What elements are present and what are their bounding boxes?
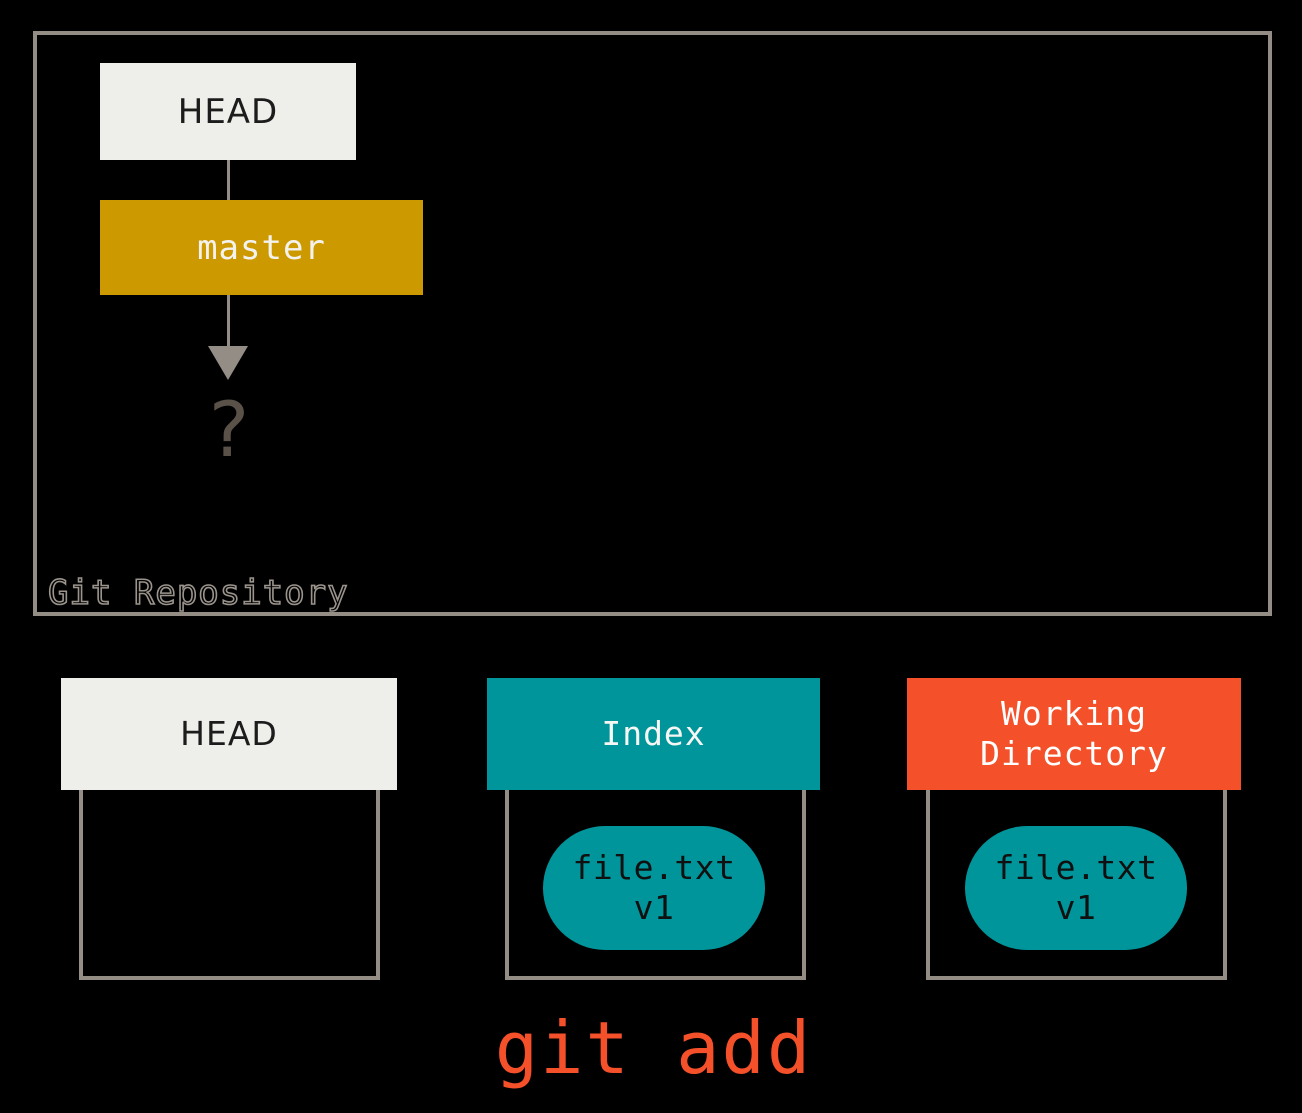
repo-head-node: HEAD	[100, 63, 356, 160]
file-blob-working-directory: file.txt v1	[965, 826, 1187, 950]
area-body-head	[79, 790, 380, 980]
unknown-commit-question-mark: ?	[208, 385, 250, 474]
git-repository-label: Git Repository	[47, 572, 349, 614]
connector-master-to-commit	[227, 295, 230, 347]
connector-head-to-master	[227, 160, 230, 201]
git-add-command-caption: git add	[494, 1006, 813, 1090]
area-header-head: HEAD	[61, 678, 397, 790]
file-blob-index: file.txt v1	[543, 826, 765, 950]
area-header-index: Index	[487, 678, 820, 790]
arrow-down-icon	[208, 346, 248, 380]
repo-master-branch-node: master	[100, 200, 423, 295]
area-header-working-directory: Working Directory	[907, 678, 1241, 790]
